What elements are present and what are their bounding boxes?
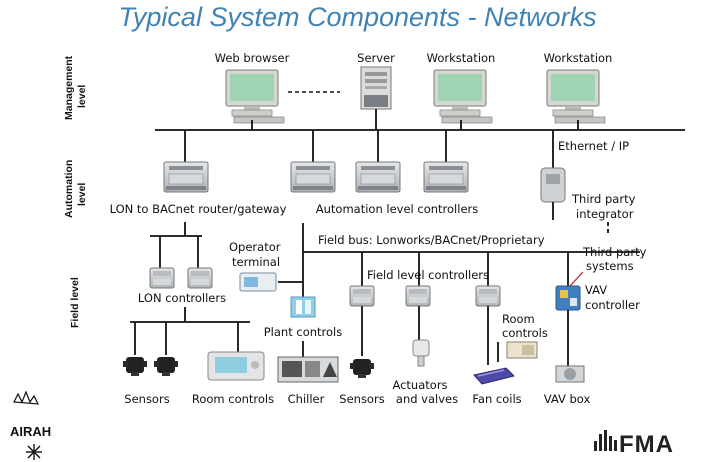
server-computer: Server [357,51,395,110]
ethernet-label: Ethernet / IP [558,139,629,153]
fieldbus-label: Field bus: Lonworks/BACnet/Proprietary [318,233,545,247]
bottom-labels: Sensors Room controls Chiller Sensors Ac… [124,378,590,406]
automation-controllers-label: Automation level controllers [316,202,479,216]
airah-logo-text: AIRAH [10,424,51,439]
lon-bacnet-router: LON to BACnet router/gateway [110,161,287,216]
airah-logo: AIRAH [10,390,51,460]
svg-text:Chiller: Chiller [288,392,325,406]
field-level-label: Field level [69,277,81,328]
automation-controllers: Automation level controllers [290,161,479,216]
web-browser-label: Web browser [215,51,290,65]
svg-text:Fan coils: Fan coils [472,392,521,406]
operator-terminal: Operator terminal [229,240,303,292]
field-bus: Field bus: Lonworks/BACnet/Proprietary [302,223,640,297]
svg-text:VAV box: VAV box [544,392,591,406]
vav-box-unit [555,365,585,383]
ethernet-network: Ethernet / IP [155,109,685,168]
third-party-systems-label: Third party systems [582,245,650,273]
actuator-valve [412,339,430,367]
server-label: Server [357,51,395,65]
lon-network: LON controllers [130,222,250,355]
chiller-unit [277,356,339,383]
workstation-2-label: Workstation [544,51,613,65]
svg-text:Actuators: Actuators [392,378,447,392]
field-devices [123,339,585,385]
fan-coil-unit [473,367,515,385]
operator-terminal-label: Operator terminal [229,240,284,269]
svg-text:Sensors: Sensors [339,392,384,406]
svg-text:Room controls: Room controls [192,392,274,406]
fma-logo-text: FMA [619,431,674,458]
vav-controller: Third party systems VAV controller [555,245,650,366]
integrator-label: Third party integrator [571,192,639,221]
management-level-label: Management level [63,53,88,120]
room-controls-unit: Room controls [497,312,548,362]
workstation-1-label: Workstation [427,51,496,65]
router-label: LON to BACnet router/gateway [110,202,287,216]
field-level-controllers: Field level controllers [349,252,501,365]
third-party-integrator: Third party integrator [540,167,639,236]
lon-controllers-label: LON controllers [138,291,226,305]
workstation-1: Workstation [427,51,496,124]
plant-controls-label: Plant controls [264,325,342,339]
field-controllers-label: Field level controllers [367,268,489,282]
automation-level-label: Automation level [63,157,88,218]
slide-title: Typical System Components - Networks [118,2,597,32]
room-control-panel [207,351,265,381]
svg-text:and valves: and valves [396,392,458,406]
web-browser-computer: Web browser [215,51,290,124]
plant-controls: Plant controls [264,296,342,357]
fma-logo: FMA [594,430,674,458]
vav-controller-label: VAV controller [585,283,640,312]
svg-text:Sensors: Sensors [124,392,169,406]
workstation-2: Workstation [544,51,613,124]
room-controls-label: Room controls [502,312,548,340]
